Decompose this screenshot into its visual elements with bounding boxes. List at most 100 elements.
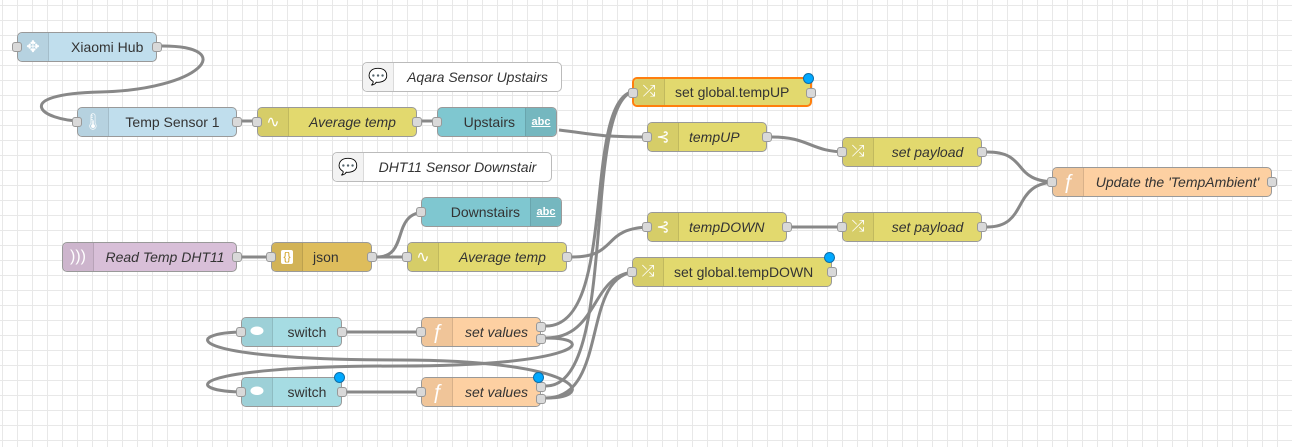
wire-setvalues2-to-globaldown[interactable] <box>545 270 638 400</box>
output-port-1[interactable] <box>536 382 546 392</box>
changed-indicator <box>334 372 345 383</box>
wire-setpayload-up-to-update[interactable] <box>986 150 1058 184</box>
output-port[interactable] <box>762 132 772 142</box>
output-port-1[interactable] <box>536 322 546 332</box>
shuffle-glyph: ⤮ <box>642 83 656 100</box>
function-glyph: ƒ <box>431 380 443 403</box>
split-icon: ⊰ <box>648 213 679 241</box>
node-temp-sensor-1[interactable]: 🌡 Temp Sensor 1 <box>72 107 242 137</box>
output-port[interactable] <box>232 252 242 262</box>
node-json[interactable]: {} json <box>266 242 377 272</box>
input-port[interactable] <box>12 42 22 52</box>
node-update-tempambient[interactable]: ƒ Update the 'TempAmbient' <box>1047 167 1277 197</box>
node-switch-2[interactable]: ⬬ switch <box>236 372 347 407</box>
node-label: set payload <box>891 219 964 235</box>
output-port[interactable] <box>337 327 347 337</box>
node-label: set global.tempDOWN <box>674 264 814 280</box>
node-label: Temp Sensor 1 <box>125 114 220 130</box>
node-set-global-tempup[interactable]: ⤮ set global.tempUP <box>628 73 816 107</box>
input-port[interactable] <box>627 267 637 277</box>
wire-setvalues2-to-switch1[interactable] <box>206 330 574 400</box>
node-switch-1[interactable]: ⬬ switch <box>236 317 347 347</box>
function-icon: ƒ <box>422 318 453 346</box>
function-glyph: ƒ <box>431 320 443 343</box>
node-downstairs-text[interactable]: Downstairs abc <box>416 197 562 227</box>
node-set-payload-down[interactable]: ⤮ set payload <box>837 212 987 242</box>
input-port[interactable] <box>416 207 426 217</box>
comment-aqara-sensor-upstairs[interactable]: 💬 Aqara Sensor Upstairs <box>362 62 562 92</box>
output-port[interactable] <box>977 147 987 157</box>
input-port[interactable] <box>628 88 638 98</box>
input-port[interactable] <box>1047 177 1057 187</box>
node-label: Downstairs <box>450 204 520 220</box>
input-port[interactable] <box>837 147 847 157</box>
output-port[interactable] <box>1267 177 1277 187</box>
wire-tempup-to-setpayload[interactable] <box>771 135 848 154</box>
comment-dht11-sensor-downstair[interactable]: 💬 DHT11 Sensor Downstair <box>332 152 552 182</box>
comment-icon: 💬 <box>333 153 364 181</box>
output-port[interactable] <box>977 222 987 232</box>
input-port[interactable] <box>266 252 276 262</box>
node-set-values-1[interactable]: ƒ set values <box>416 317 546 347</box>
node-label: Aqara Sensor Upstairs <box>407 69 548 85</box>
node-label: tempDOWN <box>689 219 765 235</box>
node-label: set payload <box>891 144 964 160</box>
output-port[interactable] <box>562 252 572 262</box>
output-port[interactable] <box>367 252 377 262</box>
input-port[interactable] <box>642 132 652 142</box>
input-port[interactable] <box>432 117 442 127</box>
wire-setvalues2-to-globalup[interactable] <box>545 89 638 388</box>
output-port-2[interactable] <box>536 394 546 404</box>
node-set-values-2[interactable]: ƒ set values <box>416 372 546 407</box>
output-port[interactable] <box>827 267 837 277</box>
output-port[interactable] <box>782 222 792 232</box>
toggle-switch-icon: ⬬ <box>242 378 273 406</box>
wire-setpayload-down-to-update[interactable] <box>986 180 1058 229</box>
abc-text-icon: abc <box>530 198 561 226</box>
node-average-temp-downstairs[interactable]: ∿ Average temp <box>402 242 572 272</box>
wire-setvalues1-to-switch2[interactable] <box>206 336 574 394</box>
output-port[interactable] <box>152 42 162 52</box>
radio-wave-icon: ))) <box>63 243 94 271</box>
abc-text: abc <box>536 206 556 218</box>
input-port[interactable] <box>236 327 246 337</box>
output-port[interactable] <box>337 387 347 397</box>
node-label: Average temp <box>459 249 546 265</box>
output-port-2[interactable] <box>536 334 546 344</box>
input-port[interactable] <box>416 327 426 337</box>
node-tempup-link[interactable]: ⊰ tempUP <box>642 122 772 152</box>
input-port[interactable] <box>416 387 426 397</box>
smooth-wave-icon: ∿ <box>258 108 289 136</box>
shuffle-icon: ⤮ <box>843 213 874 241</box>
input-port[interactable] <box>642 222 652 232</box>
node-set-payload-up[interactable]: ⤮ set payload <box>837 137 987 167</box>
changed-indicator <box>533 372 544 383</box>
node-xiaomi-hub[interactable]: ✥ Xiaomi Hub <box>12 32 162 62</box>
input-port[interactable] <box>72 117 82 127</box>
input-port[interactable] <box>837 222 847 232</box>
node-read-temp-dht11[interactable]: ))) Read Temp DHT11 <box>62 242 242 272</box>
function-icon: ƒ <box>422 378 453 406</box>
split-glyph: ⊰ <box>656 129 670 146</box>
smooth-wave-icon: ∿ <box>408 243 439 271</box>
input-port[interactable] <box>402 252 412 262</box>
output-port[interactable] <box>232 117 242 127</box>
node-set-global-tempdown[interactable]: ⤮ set global.tempDOWN <box>627 252 837 287</box>
input-port[interactable] <box>236 387 246 397</box>
output-port[interactable] <box>806 88 816 98</box>
wire-xiaomi-to-tempsensor[interactable] <box>40 44 205 123</box>
node-tempdown-link[interactable]: ⊰ tempDOWN <box>642 212 792 242</box>
wire-average-to-tempdown[interactable] <box>571 225 653 259</box>
node-upstairs-text[interactable]: Upstairs abc <box>432 107 557 137</box>
xiaomi-hub-icon: ✥ <box>18 33 49 61</box>
split-glyph: ⊰ <box>656 219 670 236</box>
split-icon: ⊰ <box>648 123 679 151</box>
shuffle-glyph: ⤮ <box>641 263 655 280</box>
wire-upstairs-to-tempup[interactable] <box>558 128 653 139</box>
shuffle-glyph: ⤮ <box>851 143 865 160</box>
node-average-temp-upstairs[interactable]: ∿ Average temp <box>252 107 422 137</box>
node-label: Average temp <box>309 114 396 130</box>
output-port[interactable] <box>412 117 422 127</box>
input-port[interactable] <box>252 117 262 127</box>
